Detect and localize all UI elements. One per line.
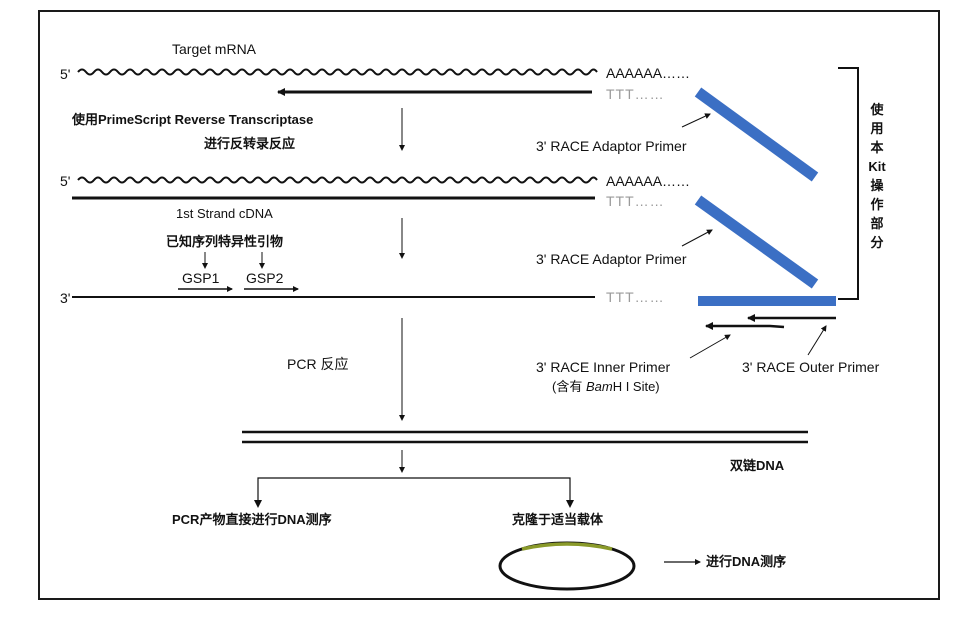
outer-primer-pointer: [807, 325, 827, 356]
double-strand-dna-label: 双链DNA: [730, 458, 785, 473]
adaptor-primer-bar-2: [694, 195, 819, 289]
mrna-wavy-strand-2: [77, 176, 598, 184]
vector-sequencing-label: 进行DNA测序: [706, 554, 787, 569]
inner-primer-label: 3' RACE Inner Primer: [536, 359, 671, 375]
pcr-reaction-label: PCR 反应: [287, 356, 349, 372]
adaptor-label-pointer-1: [681, 113, 711, 128]
direct-sequencing-label: PCR产物直接进行DNA测序: [172, 512, 332, 527]
adaptor-primer-label-2: 3' RACE Adaptor Primer: [536, 251, 687, 267]
poly-a-label-1: AAAAAA……: [606, 65, 691, 81]
inner-primer-note: (含有 BamH I Site): [552, 380, 660, 393]
ttt-label-3: TTT……: [606, 289, 665, 305]
vector-insert-segment: [521, 542, 613, 551]
gsp1-label: GSP1: [182, 270, 220, 286]
rt-description-line2: 进行反转录反应: [204, 136, 296, 151]
ttt-label-1: TTT……: [606, 86, 665, 102]
adaptor-blue-segment: [698, 296, 836, 306]
gsp-header-label: 已知序列特异性引物: [166, 234, 284, 249]
cloning-label: 克隆于适当载体: [512, 512, 604, 527]
branch-bar: [257, 477, 571, 502]
first-strand-cdna-label: 1st Strand cDNA: [176, 206, 273, 221]
adaptor-label-pointer-2: [681, 229, 713, 247]
rt-description-line1: 使用PrimeScript Reverse Transcriptase: [72, 112, 314, 127]
gsp2-label: GSP2: [246, 270, 284, 286]
diagram-frame: [38, 10, 940, 600]
inner-primer-note-prefix: (含有: [552, 379, 586, 394]
vector-plasmid: [498, 541, 636, 591]
kit-bracket-line: [838, 67, 859, 300]
branch-right-head: [566, 500, 574, 508]
five-prime-label-2: 5': [60, 173, 71, 189]
poly-a-label-2: AAAAAA……: [606, 173, 691, 189]
target-mrna-label: Target mRNA: [172, 41, 257, 57]
outer-primer-label: 3' RACE Outer Primer: [742, 359, 880, 375]
five-prime-label-1: 5': [60, 66, 71, 82]
inner-primer-pointer: [689, 334, 731, 359]
adaptor-primer-label-1: 3' RACE Adaptor Primer: [536, 138, 687, 154]
mrna-wavy-strand: [77, 68, 598, 76]
inner-primer-arrow: [705, 322, 785, 330]
inner-primer-note-suffix: H I Site): [612, 379, 660, 394]
branch-left-head: [254, 500, 262, 508]
three-prime-label: 3': [60, 290, 71, 306]
ttt-label-2: TTT……: [606, 193, 665, 209]
kit-section-label: 使用本Kit操作部分: [868, 102, 886, 250]
inner-primer-note-italic: Bam: [585, 379, 613, 394]
adaptor-primer-bar-1: [694, 87, 819, 182]
